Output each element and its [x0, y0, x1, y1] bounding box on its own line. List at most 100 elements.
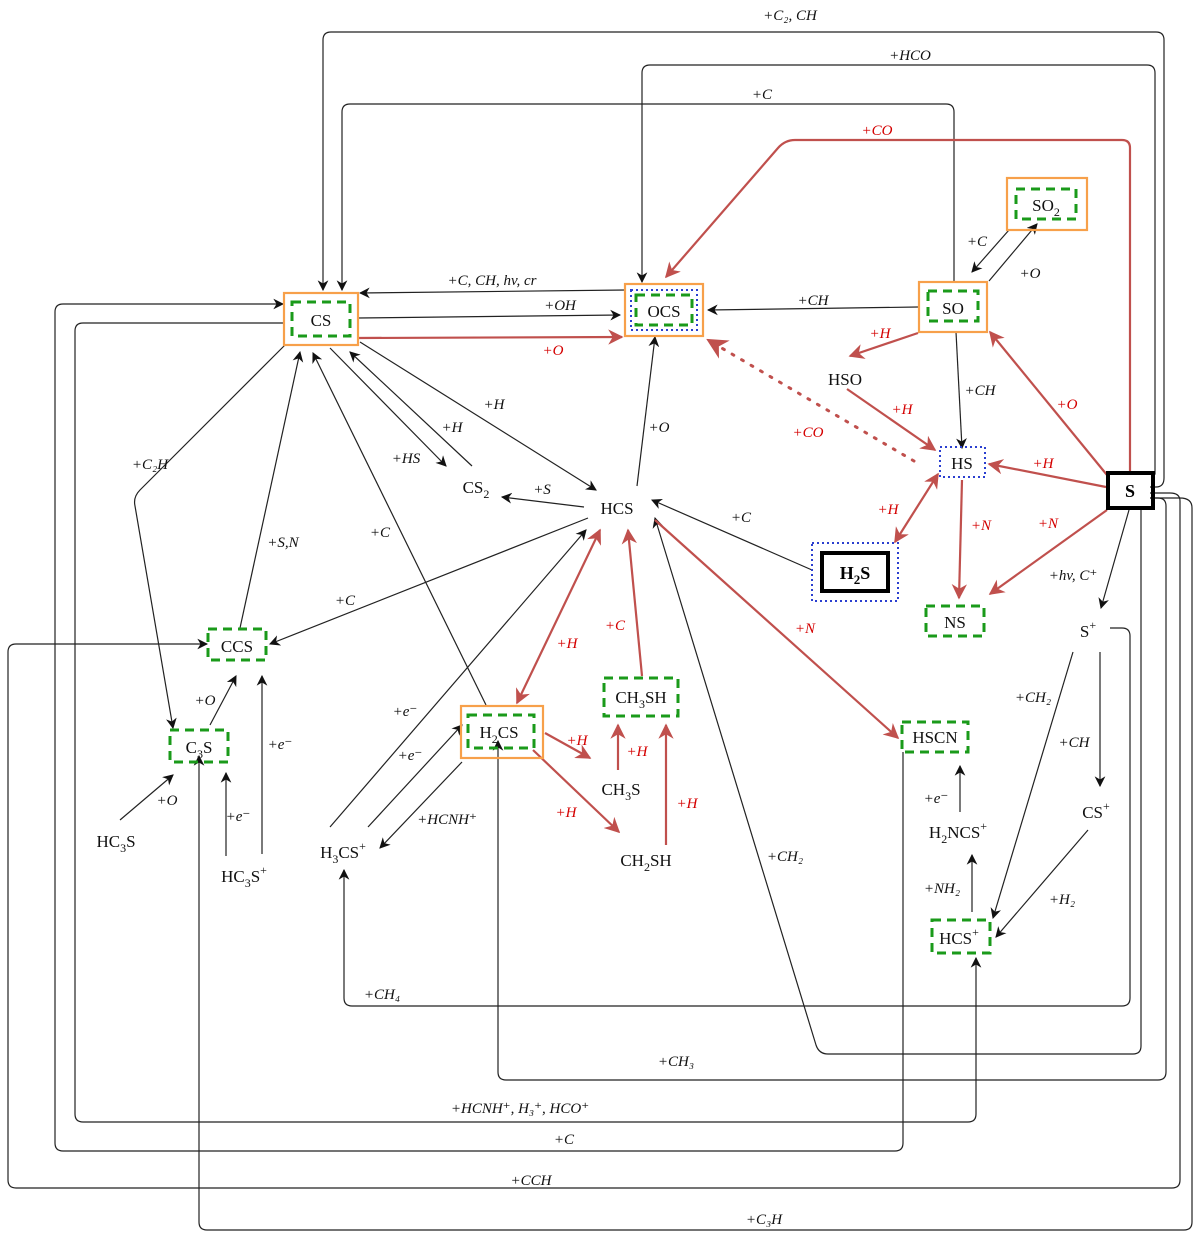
ch3sh-green-box — [602, 676, 680, 718]
label-ch3sh-c: +C — [605, 618, 626, 634]
label-h2cs-c: +C — [370, 525, 391, 541]
label-c3h: +C₃H — [746, 1212, 783, 1228]
edge-csplus-to-hcsplus-h2 — [995, 829, 1089, 938]
label-h3cs-e1: +e⁻ — [393, 704, 418, 720]
edge-s-to-hcs-ch2 — [652, 510, 1142, 1055]
node-so: SO — [942, 299, 964, 318]
label-s-h: +H — [1033, 456, 1055, 472]
label-h3cs-e2: +e⁻ — [398, 748, 423, 764]
direct-edges — [119, 223, 1130, 938]
edge-s-to-h2cs-ch3 — [492, 497, 1167, 1081]
edge-cs-to-ocs-o — [357, 329, 624, 345]
edge-hcs-to-cs2-s — [500, 492, 585, 508]
edge-ccs-to-cs-sn — [239, 350, 304, 629]
label-cs-oh: +OH — [544, 298, 577, 314]
hs-blue-box — [939, 446, 986, 478]
label-cs-hs: +HS — [392, 451, 421, 467]
label-cs-h-hcs: +H — [484, 397, 506, 413]
so-green-box — [926, 289, 980, 323]
node-hs: HS — [951, 454, 973, 473]
edge-so-to-cs-c — [336, 103, 955, 292]
label-splus-ch2: +CH₂ — [1015, 690, 1051, 706]
label-h2ncs-e: +e⁻ — [924, 791, 949, 807]
edge-so-to-hso-h — [848, 331, 919, 359]
edge-hcs-h2cs-h — [516, 528, 601, 705]
node-h2s: H2S — [840, 563, 871, 587]
label-hcs-o: +O — [649, 420, 670, 436]
node-cs: CS — [311, 311, 332, 330]
so-orange-box — [917, 280, 989, 334]
edge-hc3s-to-c3s-o — [119, 774, 174, 821]
edge-cs2-to-cs-h — [349, 351, 473, 467]
label-hcs-h-h2cs: +H — [557, 636, 579, 652]
label-cch: +CCH — [511, 1173, 553, 1189]
s-black-box — [1106, 471, 1155, 510]
label-ch3: +CH₃ — [658, 1054, 694, 1070]
edge-ocs-to-cs — [358, 287, 627, 299]
label-h2cs-h2: +H — [556, 805, 578, 821]
ocs-blue-box — [630, 289, 698, 331]
label-nh2: +NH₂ — [924, 881, 960, 897]
h2s-black-box — [820, 551, 890, 593]
ocs-orange-box — [623, 282, 705, 338]
label-ocs-to-cs: +C, CH, hv, cr — [447, 273, 536, 289]
node-s: S — [1125, 481, 1135, 501]
edge-cs-to-c3s-c2h — [133, 344, 286, 730]
edge-labels: +C₂, CH +HCO +C +CO +C, CH, hv, cr +OH +… — [132, 8, 1097, 1228]
edge-hcs-to-ocs-o — [636, 335, 660, 487]
label-hc3s-o: +O — [157, 793, 178, 809]
node-hc3splus: HC3S+ — [221, 863, 267, 890]
hscn-green-box — [900, 720, 970, 754]
label-so-h: +H — [870, 326, 892, 342]
so2-green-box — [1014, 187, 1078, 221]
node-cs2: CS2 — [463, 478, 490, 501]
node-hcs: HCS — [600, 499, 633, 518]
cs-orange-box — [282, 291, 360, 347]
h2cs-orange-box — [459, 704, 545, 760]
label-hso-h: +H — [892, 402, 914, 418]
edge-hs-to-ns-n — [951, 479, 968, 600]
edge-cs-to-ocs-oh — [357, 309, 622, 321]
node-labels: CS OCS SO SO2 HSO HS S H2S NS CS2 HCS CC… — [96, 196, 1135, 948]
label-hcs-s: +S — [533, 482, 551, 498]
edge-h2s-to-hcs-c — [651, 498, 813, 571]
label-hs-co: +CO — [793, 425, 824, 441]
node-hso: HSO — [828, 370, 862, 389]
edge-s-to-ns-n — [988, 509, 1108, 595]
node-hscn: HSCN — [912, 728, 957, 747]
label-ccs-sn: +S,N — [267, 535, 299, 551]
label-h2s-c: +C — [731, 510, 752, 526]
edge-s-to-splus — [1098, 509, 1130, 610]
node-c3s: C3S — [186, 738, 213, 761]
edge-splus-to-h3cs-ch4 — [338, 627, 1131, 1007]
edge-hs-to-ocs-co-dotted — [706, 338, 916, 463]
label-csplus-h2: +H₂ — [1049, 892, 1075, 908]
node-hcsplus: HCS+ — [939, 925, 979, 948]
edge-h3cs-to-hcs-e — [329, 529, 587, 828]
edge-so-to-so2-o — [988, 223, 1038, 282]
label-so-ch-ocs: +CH — [798, 293, 830, 309]
edge-h2cs-to-ch3s-h — [544, 732, 592, 759]
label-ch3s-h: +H — [627, 744, 649, 760]
node-ocs: OCS — [647, 302, 680, 321]
edge-hscn-to-cs-c — [54, 298, 904, 1152]
h2cs-green-box — [466, 713, 536, 750]
node-ns: NS — [944, 613, 966, 632]
label-so-ch-hs: +CH — [965, 383, 997, 399]
edge-h2cs-to-ch2sh-h — [532, 749, 621, 834]
node-ch3s: CH3S — [601, 780, 640, 803]
label-hs-h2s-h: +H — [878, 502, 900, 518]
label-hs-n: +N — [971, 518, 992, 534]
edge-s-to-c3s-c3h — [193, 497, 1193, 1231]
node-boxes — [168, 176, 1155, 955]
label-ch2: +CH₂ — [767, 849, 803, 865]
node-so2: SO2 — [1032, 196, 1060, 219]
node-h3csplus: H3CS+ — [320, 839, 366, 866]
so2-orange-box — [1005, 176, 1089, 232]
h2s-blue-box — [811, 542, 899, 602]
label-top-hco: +HCO — [889, 48, 931, 64]
label-h2cs-h1: +H — [567, 733, 589, 749]
label-ccs-e: +e⁻ — [268, 737, 293, 753]
label-c3s-o: +O — [195, 693, 216, 709]
